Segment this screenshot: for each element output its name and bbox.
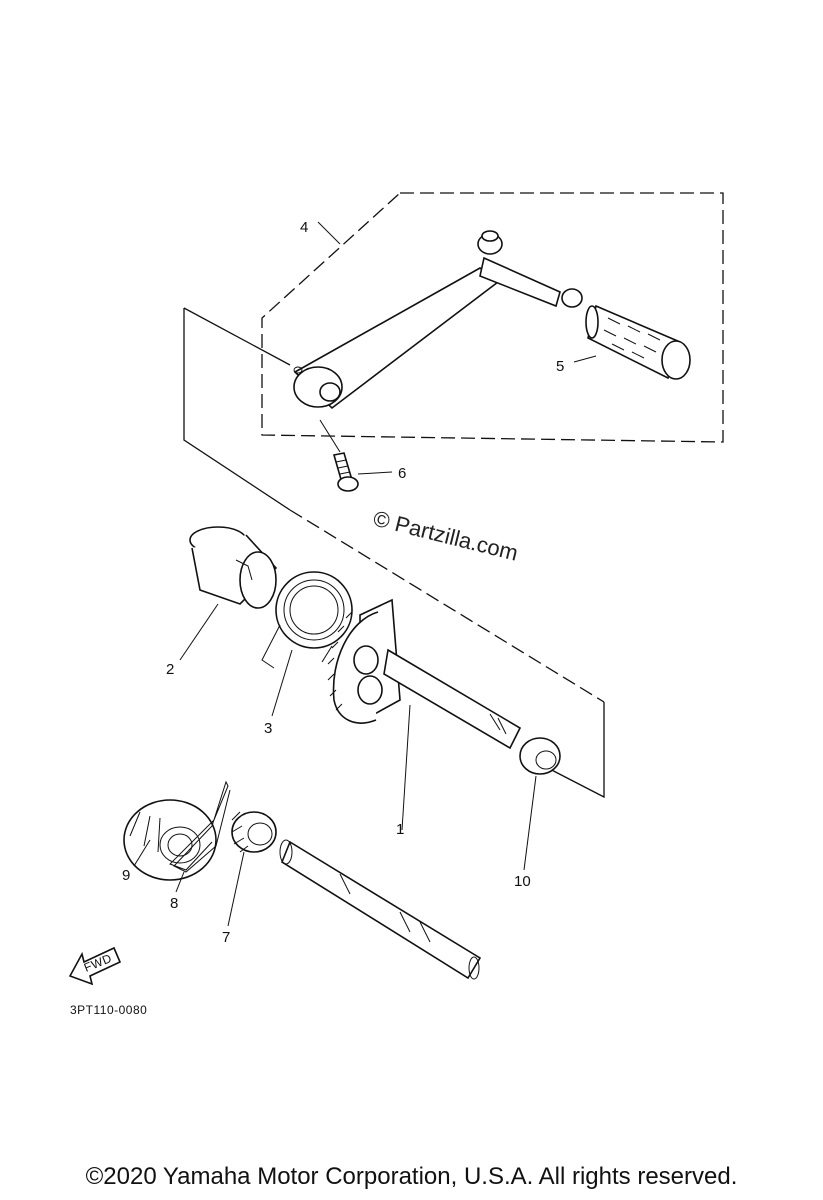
kick-axle-part <box>327 598 522 750</box>
callout-1: 1 <box>396 821 404 838</box>
kick-crank-part <box>293 230 583 410</box>
kick-idle-gear-part <box>123 799 217 881</box>
kick-crank-group-outline <box>261 192 724 443</box>
oil-seal-part <box>519 737 561 775</box>
callout-6: 6 <box>398 465 406 482</box>
leader-lines <box>133 221 597 927</box>
bolt-part <box>332 452 359 492</box>
kick-pinion-gear-part <box>231 811 277 853</box>
callout-4: 4 <box>300 219 308 236</box>
copyright-footer: ©2020 Yamaha Motor Corporation, U.S.A. A… <box>85 1163 738 1190</box>
kick-grip-part <box>585 304 691 380</box>
callout-5: 5 <box>556 358 564 375</box>
collar-part <box>189 526 278 609</box>
fwd-arrow-icon: FWD <box>68 946 122 986</box>
callout-10: 10 <box>514 873 531 890</box>
torsion-spring-part <box>261 571 353 669</box>
kick-axle-group-outline <box>183 307 605 799</box>
part-code: 3PT110-0080 <box>70 1003 147 1017</box>
transmission-shaft-part <box>279 839 482 980</box>
callout-3: 3 <box>264 720 272 737</box>
callout-7: 7 <box>222 929 230 946</box>
callout-2: 2 <box>166 661 174 678</box>
circlip-part <box>169 780 231 873</box>
callout-9: 9 <box>122 867 130 884</box>
watermark-text: © Partzilla.com <box>371 506 521 566</box>
callout-8: 8 <box>170 895 178 912</box>
